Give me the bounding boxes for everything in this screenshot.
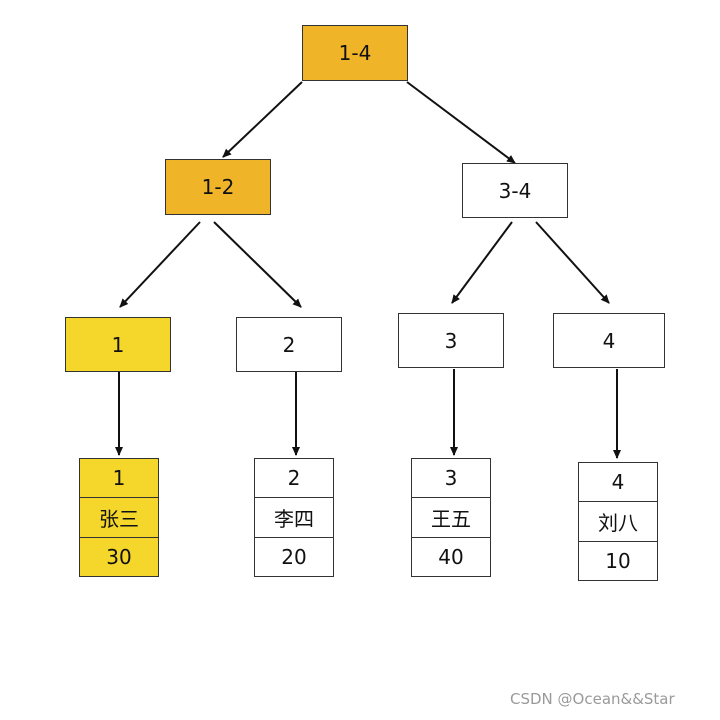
record-3-id: 3: [412, 459, 490, 499]
record-3-name: 王五: [412, 498, 490, 538]
tree-leaf-2: 2: [236, 317, 342, 372]
tree-node-right-inner: 3-4: [462, 163, 568, 218]
tree-leaf-4: 4: [553, 313, 665, 368]
tree-node-right-inner-label: 3-4: [498, 178, 532, 203]
record-4-age: 10: [605, 548, 631, 573]
edge-root-to-right-inner: [406, 81, 516, 164]
record-3-age: 40: [438, 544, 464, 569]
record-4-name: 刘八: [579, 502, 657, 542]
edge-right-inner-to-leaf-3: [451, 221, 513, 304]
tree-leaf-3-label: 3: [444, 328, 458, 353]
edge-root-to-left-inner: [222, 81, 303, 158]
tree-node-root-label: 1-4: [338, 41, 372, 65]
tree-node-left-inner-label: 1-2: [201, 175, 235, 199]
record-2-id: 2: [255, 459, 333, 499]
tree-leaf-1: 1: [65, 317, 171, 372]
watermark: CSDN @Ocean&&Star: [510, 690, 675, 708]
tree-leaf-4-label: 4: [602, 328, 616, 353]
data-record-3: 3 王五 40: [411, 458, 491, 577]
record-1-id: 1: [80, 459, 158, 499]
data-record-2: 2 李四 20: [254, 458, 334, 577]
record-4-id: 4: [579, 463, 657, 503]
tree-leaf-2-label: 2: [282, 332, 296, 357]
tree-leaf-1-label: 1: [111, 332, 125, 357]
edge-left-inner-to-leaf-1: [119, 221, 201, 308]
edge-right-inner-to-leaf-4: [535, 221, 610, 304]
edge-left-inner-to-leaf-2: [213, 221, 302, 308]
data-record-4: 4 刘八 10: [578, 462, 658, 581]
record-2-name: 李四: [255, 498, 333, 538]
tree-leaf-3: 3: [398, 313, 504, 368]
record-1-name: 张三: [80, 498, 158, 538]
tree-node-root: 1-4: [302, 25, 408, 81]
record-2-age: 20: [281, 544, 307, 569]
data-record-1: 1 张三 30: [79, 458, 159, 577]
tree-node-left-inner: 1-2: [165, 159, 271, 215]
record-1-age: 30: [106, 544, 132, 569]
